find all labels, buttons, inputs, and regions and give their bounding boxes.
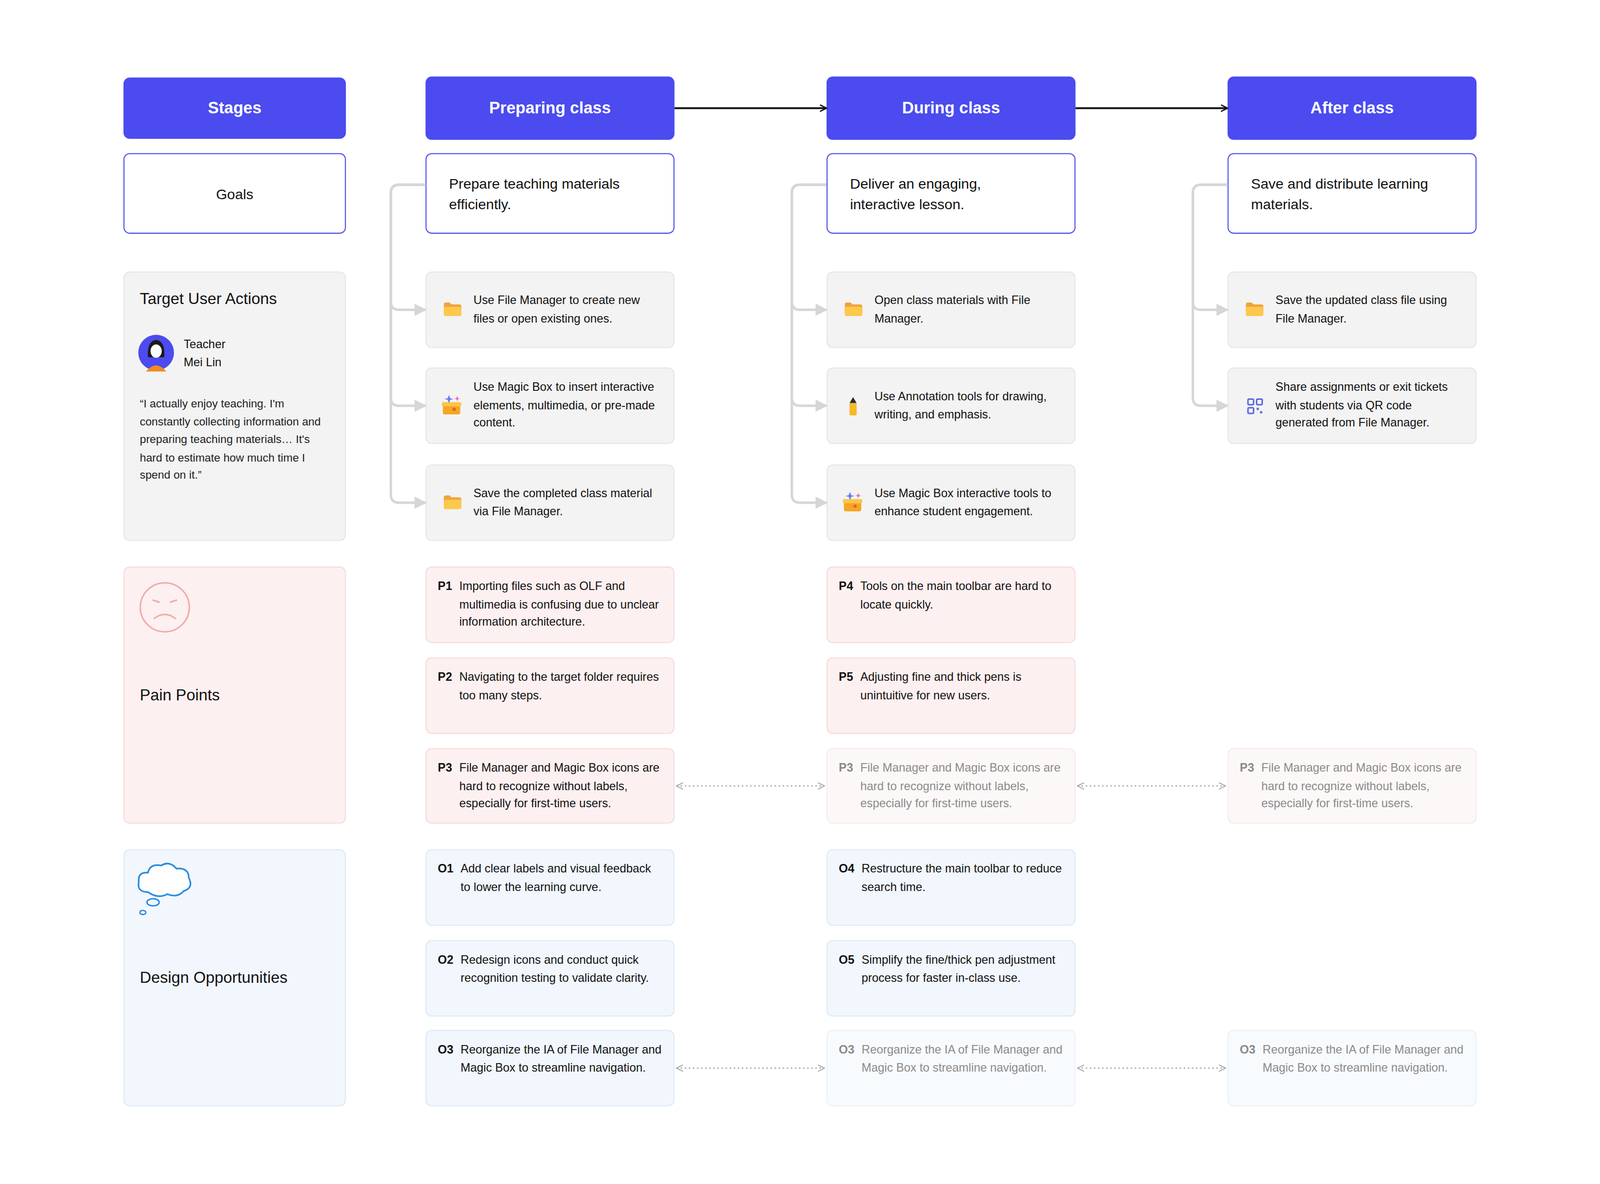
action-text: Use Annotation tools for drawing, writin… [874,387,1065,424]
row-label-panel: Design Opportunities [123,849,347,1107]
stage-arrow [674,107,827,110]
callout-number: P2 [437,668,453,687]
pain-card: P3 File Manager and Magic Box icons are h… [1227,747,1477,824]
card-text: Redesign icons and conduct quick recogni… [460,950,664,988]
callout-number: P3 [437,759,453,778]
row-label: Goals [123,152,347,234]
bracket-connector [390,184,426,406]
action-card: Save the completed class material via Fi… [425,464,675,542]
persona-panel: Target User ActionsTeacher Mei Lin “I act… [123,271,347,541]
action-text: Use Magic Box interactive tools to enhan… [874,484,1065,521]
stage-header: Stages [123,77,347,139]
bracket-connector [791,184,827,310]
bracket-connector [791,184,827,503]
stage-header: During class [826,76,1076,140]
callout-number: O4 [838,860,855,879]
goal-text: Goals [216,185,254,202]
action-card: Use Magic Box interactive tools to enhan… [826,464,1076,542]
card-text: Simplify the fine/thick pen adjustment p… [861,950,1065,988]
pain-card: P1 Importing files such as OLF and multim… [425,566,675,644]
bracket-connector [1192,184,1228,310]
card-text: File Manager and Magic Box icons are har… [1261,759,1466,814]
stage-title: Stages [208,98,262,118]
goal-box: Deliver an engaging, interactive lesson. [826,152,1076,234]
goal-text: Prepare teaching materials efficiently. [448,173,644,214]
persona-name: Teacher Mei Lin [183,335,245,372]
goal-text: Save and distribute learning materials. [1250,173,1446,214]
action-text: Open class materials with File Manager. [874,291,1065,329]
card-text: Reorganize the IA of File Manager and Ma… [460,1040,664,1077]
bracket-connector [791,184,827,406]
action-text: Save the completed class material via Fi… [473,484,664,521]
action-text: Save the updated class file using File M… [1275,291,1466,329]
card-text: Adjusting fine and thick pens is unintui… [860,668,1065,705]
card-text: Tools on the main toolbar are hard to lo… [860,577,1065,614]
dotted-link [676,1067,825,1069]
goal-box: Prepare teaching materials efficiently. [425,152,675,234]
callout-number: O2 [437,950,454,970]
callout-number: P3 [838,759,854,778]
stage-title: After class [1310,98,1394,118]
goal-box: Save and distribute learning materials. [1227,152,1477,234]
opportunity-card: O3 Reorganize the IA of File Manager and … [826,1029,1076,1107]
card-text: Reorganize the IA of File Manager and Ma… [861,1040,1065,1077]
pain-card: P3 File Manager and Magic Box icons are h… [425,747,675,824]
action-card: Use Annotation tools for drawing, writin… [826,367,1076,444]
opportunity-card: O5 Simplify the fine/thick pen adjustment… [826,939,1076,1017]
action-text: Use Magic Box to insert interactive elem… [473,378,664,433]
action-card: Use Magic Box to insert interactive elem… [425,367,675,444]
callout-number: P3 [1239,759,1255,778]
dotted-link [1077,784,1226,786]
bracket-connector [390,184,426,310]
callout-number: O5 [838,950,855,970]
callout-number: P1 [437,577,453,596]
pain-card: P2 Navigating to the target folder requir… [425,657,675,734]
action-card: Open class materials with File Manager. [826,271,1076,349]
callout-number: O3 [838,1040,855,1059]
callout-number: P4 [838,577,854,596]
stage-title: Preparing class [489,98,611,118]
card-text: Add clear labels and visual feedback to … [460,860,664,897]
callout-number: O3 [1239,1040,1256,1059]
action-card: Use File Manager to create new files or … [425,271,675,349]
opportunity-card: O1 Add clear labels and visual feedback t… [425,849,675,926]
row-label-panel: Pain Points [123,566,347,824]
dotted-link [676,784,825,786]
dotted-link [1077,1067,1226,1069]
card-text: File Manager and Magic Box icons are har… [860,759,1065,814]
stage-arrow [1075,107,1228,110]
card-text: Restructure the main toolbar to reduce s… [861,860,1065,897]
stage-header: After class [1227,76,1477,140]
card-text: Reorganize the IA of File Manager and Ma… [1262,1040,1466,1077]
action-card: Save the updated class file using File M… [1227,271,1477,349]
card-text: File Manager and Magic Box icons are har… [459,759,664,814]
pain-card: P5 Adjusting fine and thick pens is unint… [826,657,1076,734]
stage-title: During class [901,98,1000,118]
callout-number: O3 [437,1040,454,1059]
action-card: Share assignments or exit tickets with s… [1227,367,1477,444]
pain-card: P3 File Manager and Magic Box icons are h… [826,747,1076,824]
bracket-connector [390,184,426,503]
panel-heading: Pain Points [139,685,221,705]
opportunity-card: O3 Reorganize the IA of File Manager and … [1227,1029,1477,1107]
card-text: Navigating to the target folder requires… [459,668,664,705]
callout-number: P5 [838,668,854,687]
panel-heading: Target User Actions [139,289,277,309]
goal-text: Deliver an engaging, interactive lesson. [850,173,1045,214]
pain-card: P4 Tools on the main toolbar are hard to … [826,566,1076,644]
bracket-connector [1192,184,1228,406]
opportunity-card: O4 Restructure the main toolbar to reduce… [826,849,1076,926]
card-text: Importing files such as OLF and multimed… [459,577,664,631]
opportunity-card: O2 Redesign icons and conduct quick recog… [425,939,675,1017]
action-text: Share assignments or exit tickets with s… [1275,378,1466,433]
persona-quote: “I actually enjoy teaching. I'm constant… [139,394,335,485]
opportunity-card: O3 Reorganize the IA of File Manager and … [425,1029,675,1107]
panel-heading: Design Opportunities [139,968,288,988]
stage-header: Preparing class [425,76,675,140]
action-text: Use File Manager to create new files or … [473,291,664,329]
callout-number: O1 [437,860,454,879]
